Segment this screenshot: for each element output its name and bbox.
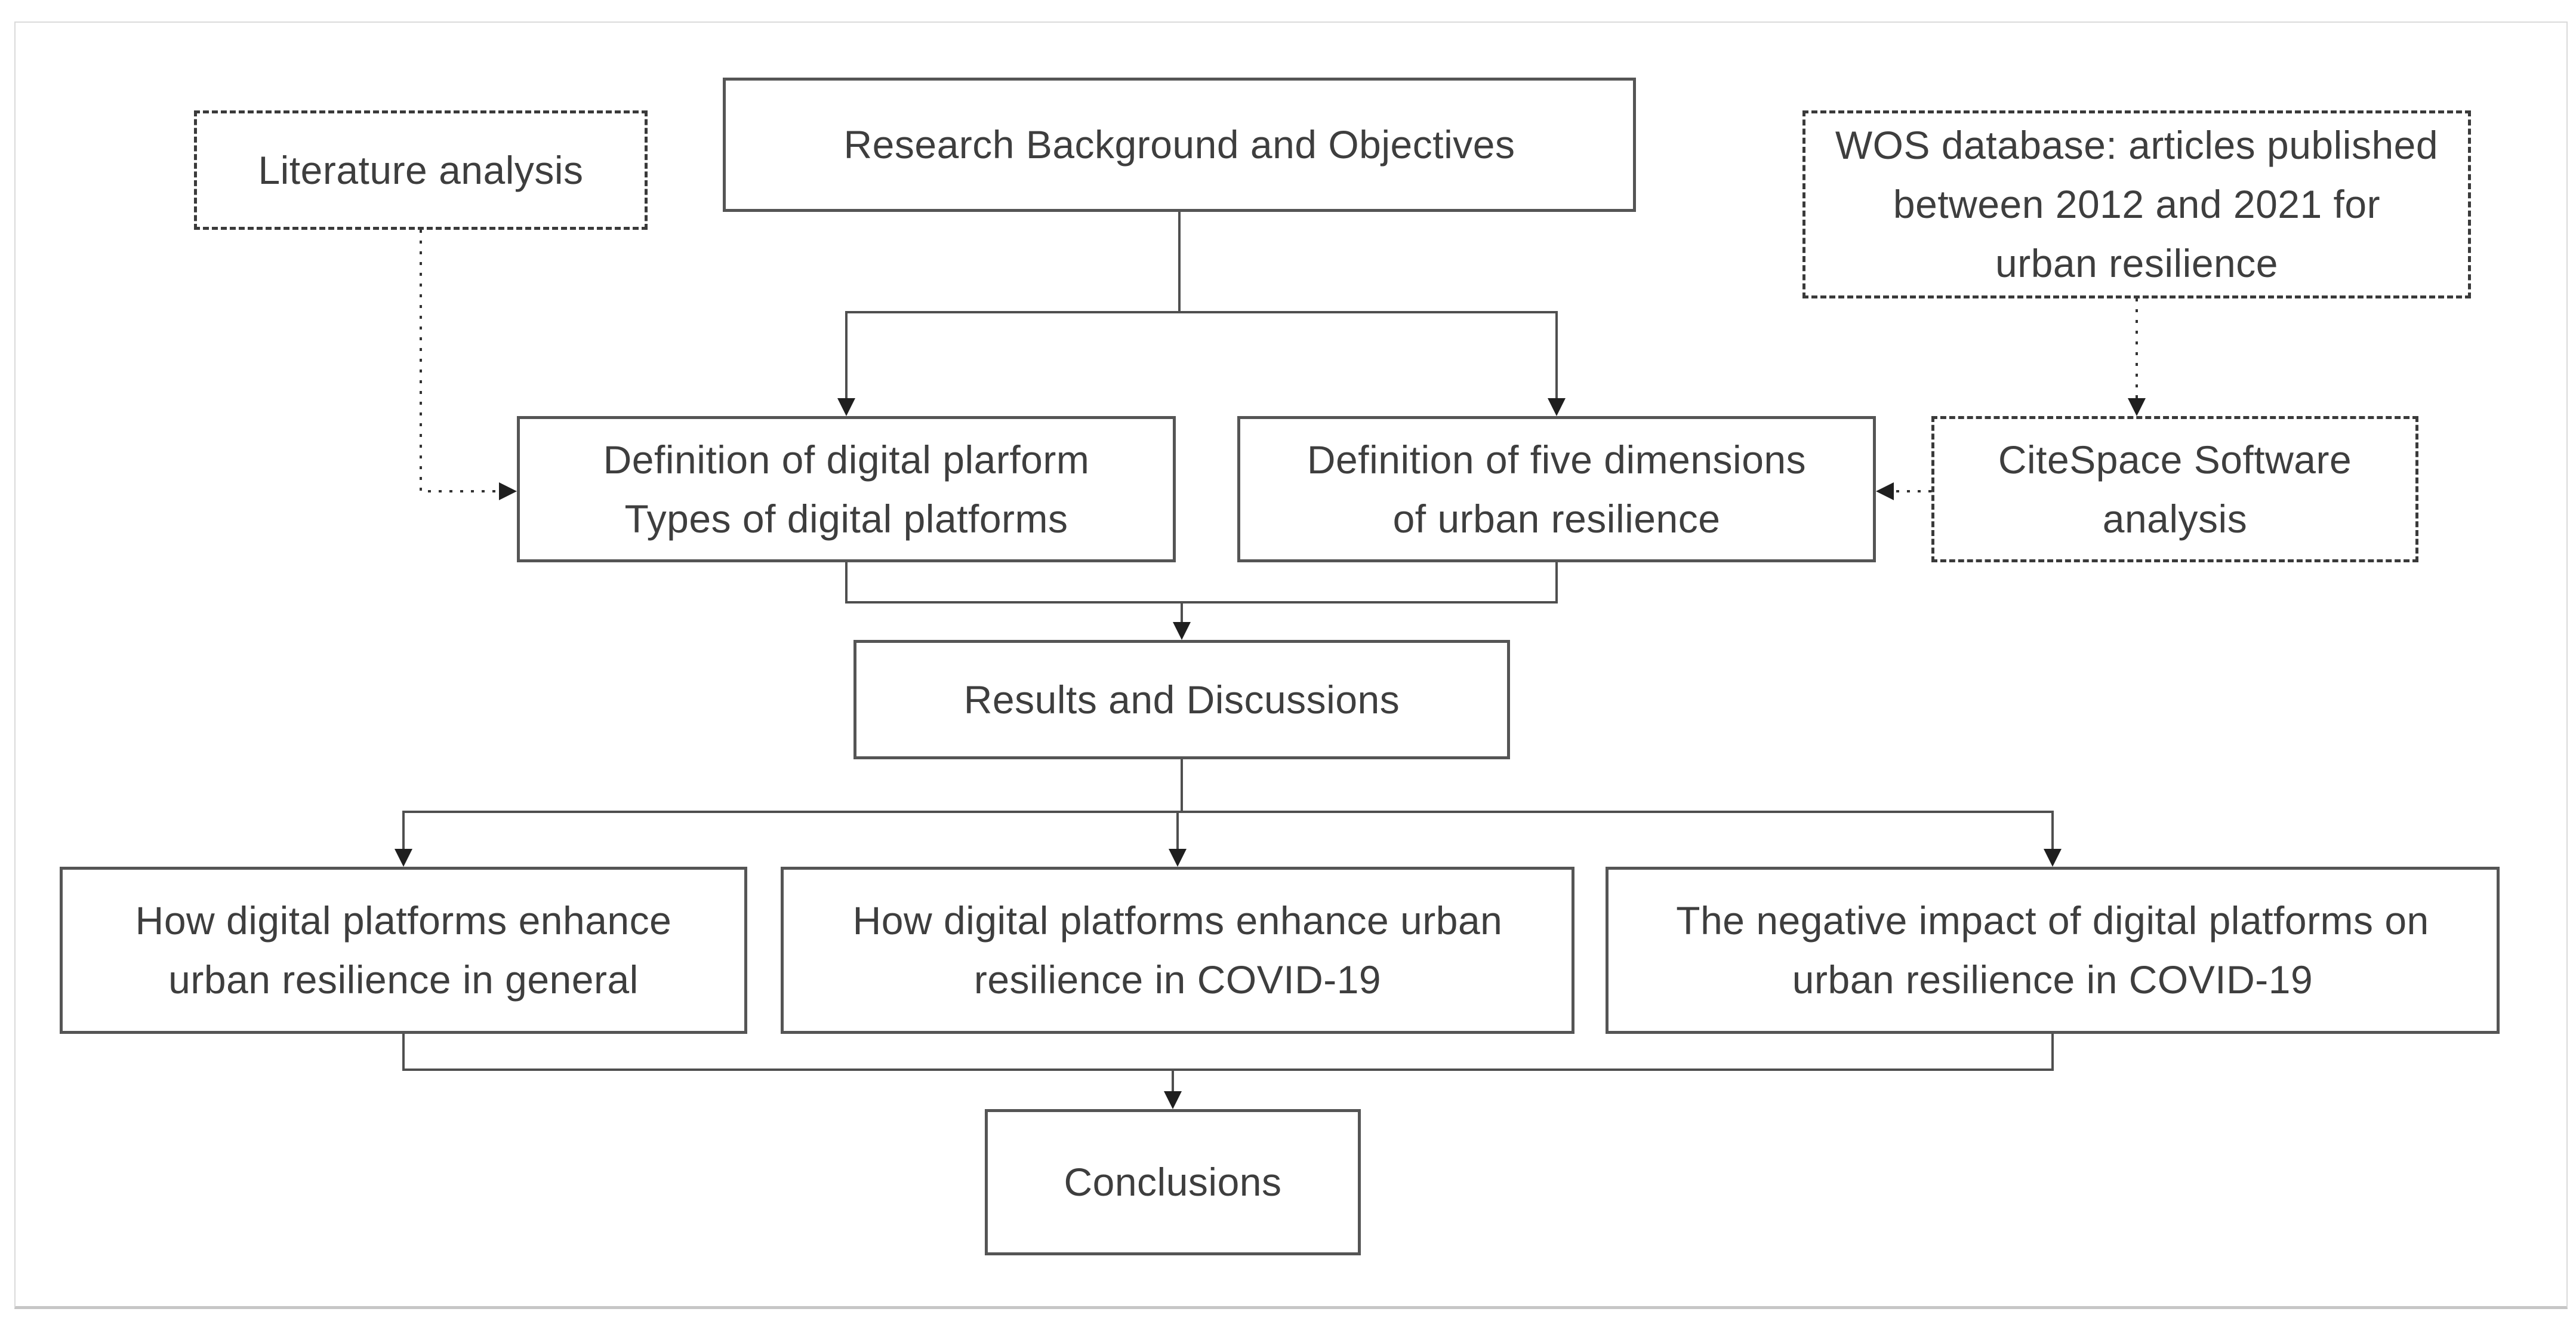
arrow-findings-to-conclusions <box>402 1033 2054 1109</box>
node-negative-impact: The negative impact of digital platforms… <box>1606 867 2500 1034</box>
node-label: urban resilience in general <box>168 957 639 1002</box>
node-wos-database: WOS database: articles published between… <box>1802 110 2471 298</box>
node-label: CiteSpace Software <box>1998 437 2352 482</box>
arrow-research-to-definitions <box>837 211 1566 416</box>
node-citespace-analysis: CiteSpace Software analysis <box>1931 416 2418 562</box>
node-label: urban resilience in COVID-19 <box>1792 957 2313 1002</box>
node-label: Results and Discussions <box>963 677 1400 722</box>
node-label: analysis <box>2102 496 2248 541</box>
node-label: The negative impact of digital platforms… <box>1676 898 2429 943</box>
node-label: How digital platforms enhance <box>135 898 672 943</box>
node-enhance-covid: How digital platforms enhance urban resi… <box>781 867 1574 1034</box>
node-label: Definition of digital plarform <box>603 437 1090 482</box>
node-label: between 2012 and 2021 for <box>1893 182 2381 226</box>
node-label: Conclusions <box>1064 1160 1282 1204</box>
node-label: Research Background and Objectives <box>843 122 1515 167</box>
dotted-arrow-citespace-to-definition <box>1876 482 1931 500</box>
node-label: Types of digital platforms <box>624 496 1068 541</box>
dotted-arrow-literature-to-definition <box>420 230 517 500</box>
arrow-results-to-findings <box>395 758 2062 867</box>
node-enhance-general: How digital platforms enhance urban resi… <box>60 867 747 1034</box>
node-label: Literature analysis <box>258 147 584 192</box>
arrow-definitions-to-results <box>845 561 1558 640</box>
node-label: How digital platforms enhance urban <box>852 898 1503 943</box>
node-label: WOS database: articles published <box>1835 123 2439 167</box>
node-definition-digital-platform: Definition of digital plarform Types of … <box>517 416 1176 562</box>
node-research-background: Research Background and Objectives <box>723 78 1636 212</box>
node-label: resilience in COVID-19 <box>973 957 1382 1002</box>
node-conclusions: Conclusions <box>985 1109 1361 1255</box>
node-label: Definition of five dimensions <box>1307 437 1807 482</box>
node-definition-five-dimensions: Definition of five dimensions of urban r… <box>1237 416 1876 562</box>
node-label: of urban resilience <box>1392 496 1721 541</box>
node-label: urban resilience <box>1995 241 2278 285</box>
dotted-arrow-wos-to-citespace <box>2128 298 2146 416</box>
node-results-discussions: Results and Discussions <box>853 640 1510 759</box>
node-literature-analysis: Literature analysis <box>194 110 648 230</box>
